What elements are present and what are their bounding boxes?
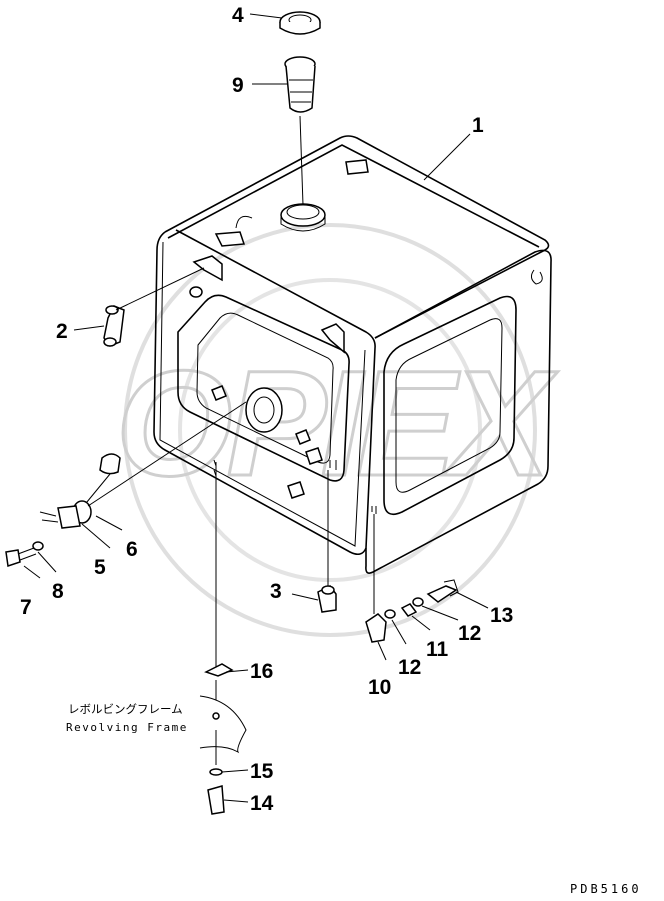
callout-9: 9: [232, 74, 244, 97]
callout-5: 5: [94, 556, 106, 579]
callout-15: 15: [250, 760, 274, 783]
callout-12a: 12: [458, 622, 481, 645]
part-4-cap: [279, 11, 321, 35]
watermark: OPIEX: [114, 223, 566, 637]
part-9-strainer: [284, 56, 316, 113]
callout-3: 3: [270, 580, 282, 603]
callout-6: 6: [126, 538, 138, 561]
callout-4: 4: [232, 4, 244, 27]
tank-body: [153, 135, 552, 574]
filler-centerline: [299, 115, 304, 206]
note-english: Revolving Frame: [66, 721, 188, 734]
callout-2: 2: [56, 320, 68, 343]
callout-16: 16: [250, 660, 273, 683]
leader-lines: [23, 13, 489, 803]
note-japanese: レボルビングフレーム: [68, 702, 183, 716]
revolving-frame-outline: [199, 695, 247, 754]
watermark-text: OPIEX: [116, 339, 558, 507]
callout-12b: 12: [398, 656, 421, 679]
part-2-bracket: [103, 267, 205, 347]
callout-10: 10: [368, 676, 391, 699]
mount-group: [204, 462, 234, 815]
callout-1: 1: [472, 114, 484, 137]
callout-7: 7: [20, 596, 32, 619]
part-3-clip: [317, 470, 337, 613]
callout-11: 11: [426, 638, 449, 661]
callout-13: 13: [490, 604, 513, 627]
callout-labels: 4 9 1 2 6 5 8 7 3 13 12 11 12 10 16 15 1…: [20, 4, 513, 815]
drawing-code: PDB5160: [570, 882, 642, 896]
callout-8: 8: [52, 580, 64, 603]
drain-group: [365, 514, 459, 643]
callout-14: 14: [250, 792, 274, 815]
sensor-group: [5, 401, 247, 567]
